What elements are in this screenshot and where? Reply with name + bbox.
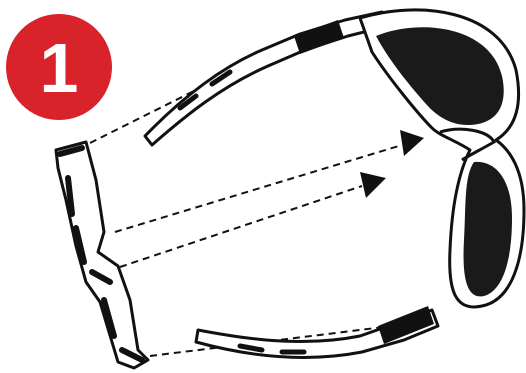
guide-lines — [89, 37, 403, 357]
arrow-head-upper — [400, 130, 424, 156]
temple-arm-top — [143, 10, 390, 147]
lens-bottom — [463, 161, 512, 297]
nose-bridge — [439, 127, 496, 162]
arrow-head-lower — [360, 172, 386, 198]
guide-line-upper-arrow — [114, 144, 403, 233]
guide-line-lower-arrow — [119, 185, 363, 268]
sunglasses-frame — [358, 8, 526, 309]
insert-arrows — [360, 130, 424, 198]
lens-top — [376, 27, 504, 126]
step-badge: 1 — [6, 14, 112, 120]
step-number: 1 — [39, 29, 79, 107]
lens-insert — [54, 140, 150, 370]
temple-arm-bottom — [194, 306, 440, 359]
